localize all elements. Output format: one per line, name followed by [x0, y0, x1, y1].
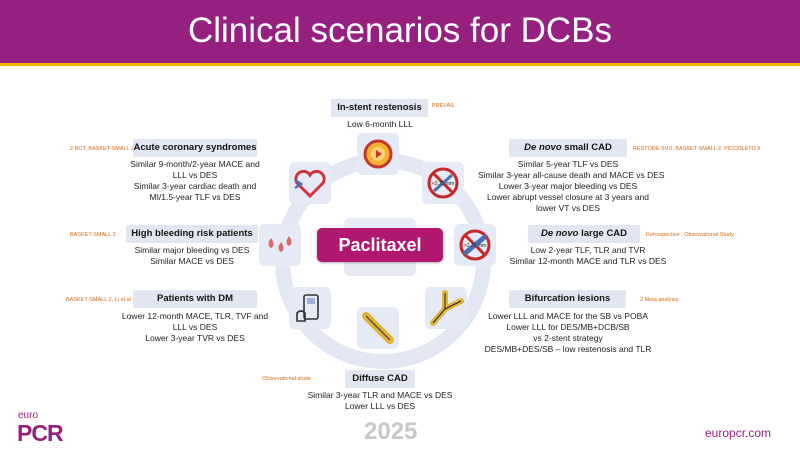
desc-line: Lower 12-month MACE, TLR, TVF and	[121, 311, 269, 321]
desc-line: Lower abrupt vessel closure at 3 years a…	[486, 192, 650, 202]
label-acute-coronary: Acute coronary syndromes	[133, 139, 257, 157]
desc-line: Similar major bleeding vs DES	[134, 245, 250, 255]
label-de-novo-small-cad: De novo small CAD	[509, 139, 627, 157]
large-size-text: >2.75 mm	[464, 243, 486, 249]
label-rest: large CAD	[578, 228, 628, 239]
heart-icon	[289, 162, 331, 204]
desc-acute-coronary: Similar 9-month/2-year MACE and LLL vs D…	[115, 159, 275, 203]
ref-in-stent-restenosis: PREVAIL	[432, 103, 455, 109]
desc-line: Similar 12-month MACE and TLR vs DES	[509, 256, 667, 266]
desc-line: Similar 5-year TLF vs DES	[517, 159, 619, 169]
blood-drops-icon	[259, 224, 301, 266]
ref-acute-coronary: 2 RCT, BASKET-SMALL 2	[70, 146, 134, 152]
glucose-meter-icon	[289, 287, 331, 329]
label-patients-dm: Patients with DM	[133, 290, 257, 308]
page-title: Clinical scenarios for DCBs	[187, 11, 613, 50]
desc-line: vs 2-stent strategy	[533, 333, 603, 343]
desc-de-novo-large-cad: Low 2-year TLF, TLR and TVR Similar 12-m…	[500, 245, 676, 267]
desc-line: Lower LLL for DES/MB+DCB/SB	[506, 322, 630, 332]
header-bar	[0, 0, 800, 63]
no-large-vessel-icon: >2.75 mm	[454, 224, 496, 266]
desc-line: Similar MACE vs DES	[150, 256, 234, 266]
desc-line: Similar 9-month/2-year MACE and	[130, 159, 260, 169]
desc-line: Similar 3-year cardiac death and	[133, 181, 257, 191]
desc-line: MI/1.5-year TLF vs DES	[149, 192, 241, 202]
ref-patients-dm: BASKET-SMALL 2, Li et al	[66, 297, 131, 303]
label-high-bleeding-risk: High bleeding risk patients	[126, 225, 258, 243]
header-accent-line	[0, 63, 800, 66]
footer-url[interactable]: europcr.com	[705, 426, 772, 440]
label-diffuse-cad: Diffuse CAD	[345, 370, 415, 388]
footer-year: 2025	[364, 418, 418, 445]
desc-line: Similar 3-year TLR and MACE vs DES	[307, 390, 453, 400]
no-small-vessel-icon: <2.75 mm	[422, 162, 464, 204]
ref-de-novo-large-cad: Retrospective , Observational Study	[646, 232, 734, 238]
desc-line: Lower 3-year major bleeding vs DES	[498, 181, 638, 191]
logo-pcr: PCR	[17, 420, 64, 446]
desc-de-novo-small-cad: Similar 5-year TLF vs DES Similar 3-year…	[478, 159, 665, 214]
diffuse-vessel-icon	[357, 307, 399, 349]
logo-euro: euro	[18, 410, 39, 421]
desc-line: LLL vs DES	[172, 322, 218, 332]
desc-line: LLL vs DES	[172, 170, 218, 180]
desc-line: DES/MB+DES/SB – low restenosis and TLR	[484, 344, 652, 354]
desc-patients-dm: Lower 12-month MACE, TLR, TVF and LLL vs…	[115, 311, 275, 344]
desc-line: Similar 3-year all-cause death and MACE …	[478, 170, 665, 180]
desc-line: Lower LLL vs DES	[344, 401, 416, 411]
desc-high-bleeding-risk: Similar major bleeding vs DES Similar MA…	[112, 245, 272, 267]
label-bifurcation-lesions: Bifurcation lesions	[509, 290, 626, 308]
label-rest: small CAD	[561, 142, 612, 153]
stent-clock-icon	[357, 133, 399, 175]
desc-in-stent-restenosis: Low 6-month LLL	[300, 119, 460, 130]
desc-line: Low 6-month LLL	[347, 119, 413, 129]
desc-bifurcation-lesions: Lower LLL and MACE for the SB vs POBA Lo…	[478, 311, 658, 355]
ref-high-bleeding-risk: BASKET-SMALL 2	[70, 232, 116, 238]
paclitaxel-pill: Paclitaxel	[317, 228, 443, 262]
label-emphasis: De novo	[524, 142, 562, 153]
desc-diffuse-cad: Similar 3-year TLR and MACE vs DES Lower…	[300, 390, 460, 412]
desc-line: lower VT vs DES	[535, 203, 601, 213]
ref-de-novo-small-cad: RESTORE SVD, BASKET-SMALL 2, PICCOLETO I…	[633, 146, 761, 152]
desc-line: Lower 3-year TVR vs DES	[145, 333, 245, 343]
desc-line: Lower LLL and MACE for the SB vs POBA	[488, 311, 648, 321]
ref-bifurcation-lesions: 2 Meta analysis	[640, 297, 679, 303]
label-in-stent-restenosis: In-stent restenosis	[331, 99, 428, 117]
bifurcation-icon	[425, 287, 467, 329]
label-emphasis: De novo	[540, 228, 579, 239]
desc-line: Low 2-year TLF, TLR and TVR	[530, 245, 646, 255]
ref-diffuse-cad: Observational stude	[262, 376, 311, 382]
small-size-text: <2.75 mm	[432, 181, 454, 187]
label-de-novo-large-cad: De novo large CAD	[528, 225, 640, 243]
